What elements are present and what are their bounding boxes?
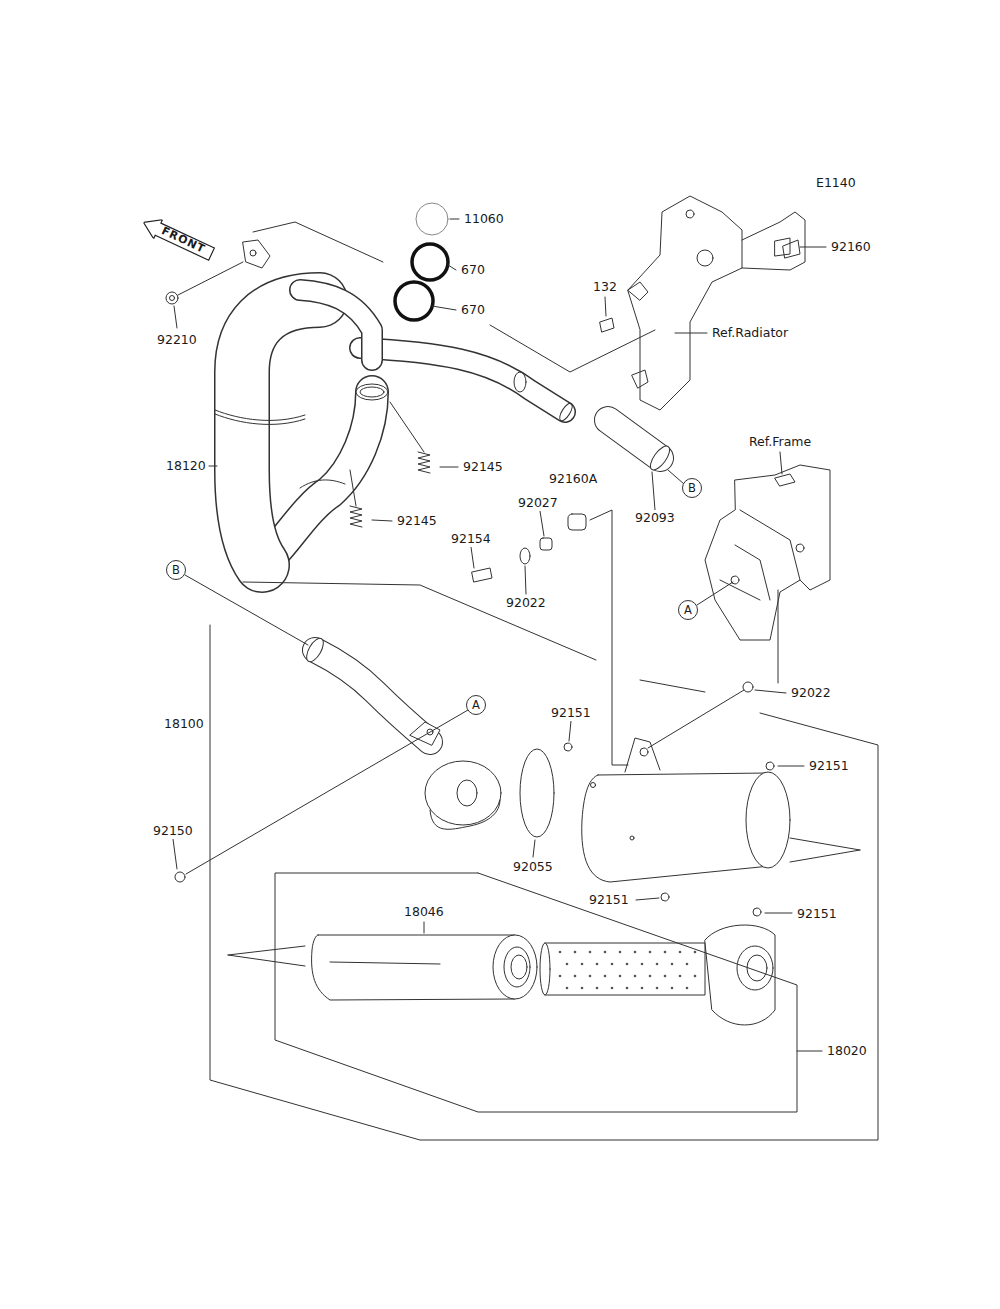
callout-number: 92151 (808, 758, 850, 774)
callout-number: 670 (460, 302, 486, 318)
callout-number: 92093 (634, 510, 676, 526)
callout-number: 11060 (463, 211, 505, 227)
reference-label: E1140 (815, 175, 857, 191)
callout-number: 18046 (403, 904, 445, 920)
reference-circle: B (166, 560, 186, 580)
reference-label: Ref.Frame (748, 434, 812, 450)
reference-circle: A (466, 695, 486, 715)
callout-number: 132 (592, 279, 618, 295)
callout-number: 18100 (163, 716, 205, 732)
arrow-shape (139, 213, 216, 264)
callout-number: 92022 (505, 595, 547, 611)
callout-number: 92055 (512, 859, 554, 875)
reference-letter: A (684, 603, 692, 617)
callout-number: 92151 (588, 892, 630, 908)
front-arrow: FRONT (139, 213, 217, 264)
callout-number: 92022 (790, 685, 832, 701)
callout-number: 18120 (165, 458, 207, 474)
reference-label: Ref.Radiator (711, 325, 789, 341)
reference-letter: A (472, 698, 480, 712)
reference-letter: B (688, 481, 696, 495)
callout-number: 18020 (826, 1043, 868, 1059)
callout-number: 92145 (396, 513, 438, 529)
callout-number: 92027 (517, 495, 559, 511)
callout-number: 92151 (796, 906, 838, 922)
reference-circle: B (682, 478, 702, 498)
callout-number: 92150 (152, 823, 194, 839)
callout-number: 92145 (462, 459, 504, 475)
callout-number: 92210 (156, 332, 198, 348)
callout-number: 92154 (450, 531, 492, 547)
callout-number: 92151 (550, 705, 592, 721)
reference-circle: A (678, 600, 698, 620)
reference-letter: B (172, 563, 180, 577)
callout-number: 670 (460, 262, 486, 278)
reference-label: 92160A (548, 471, 598, 487)
callout-number: 92160 (830, 239, 872, 255)
